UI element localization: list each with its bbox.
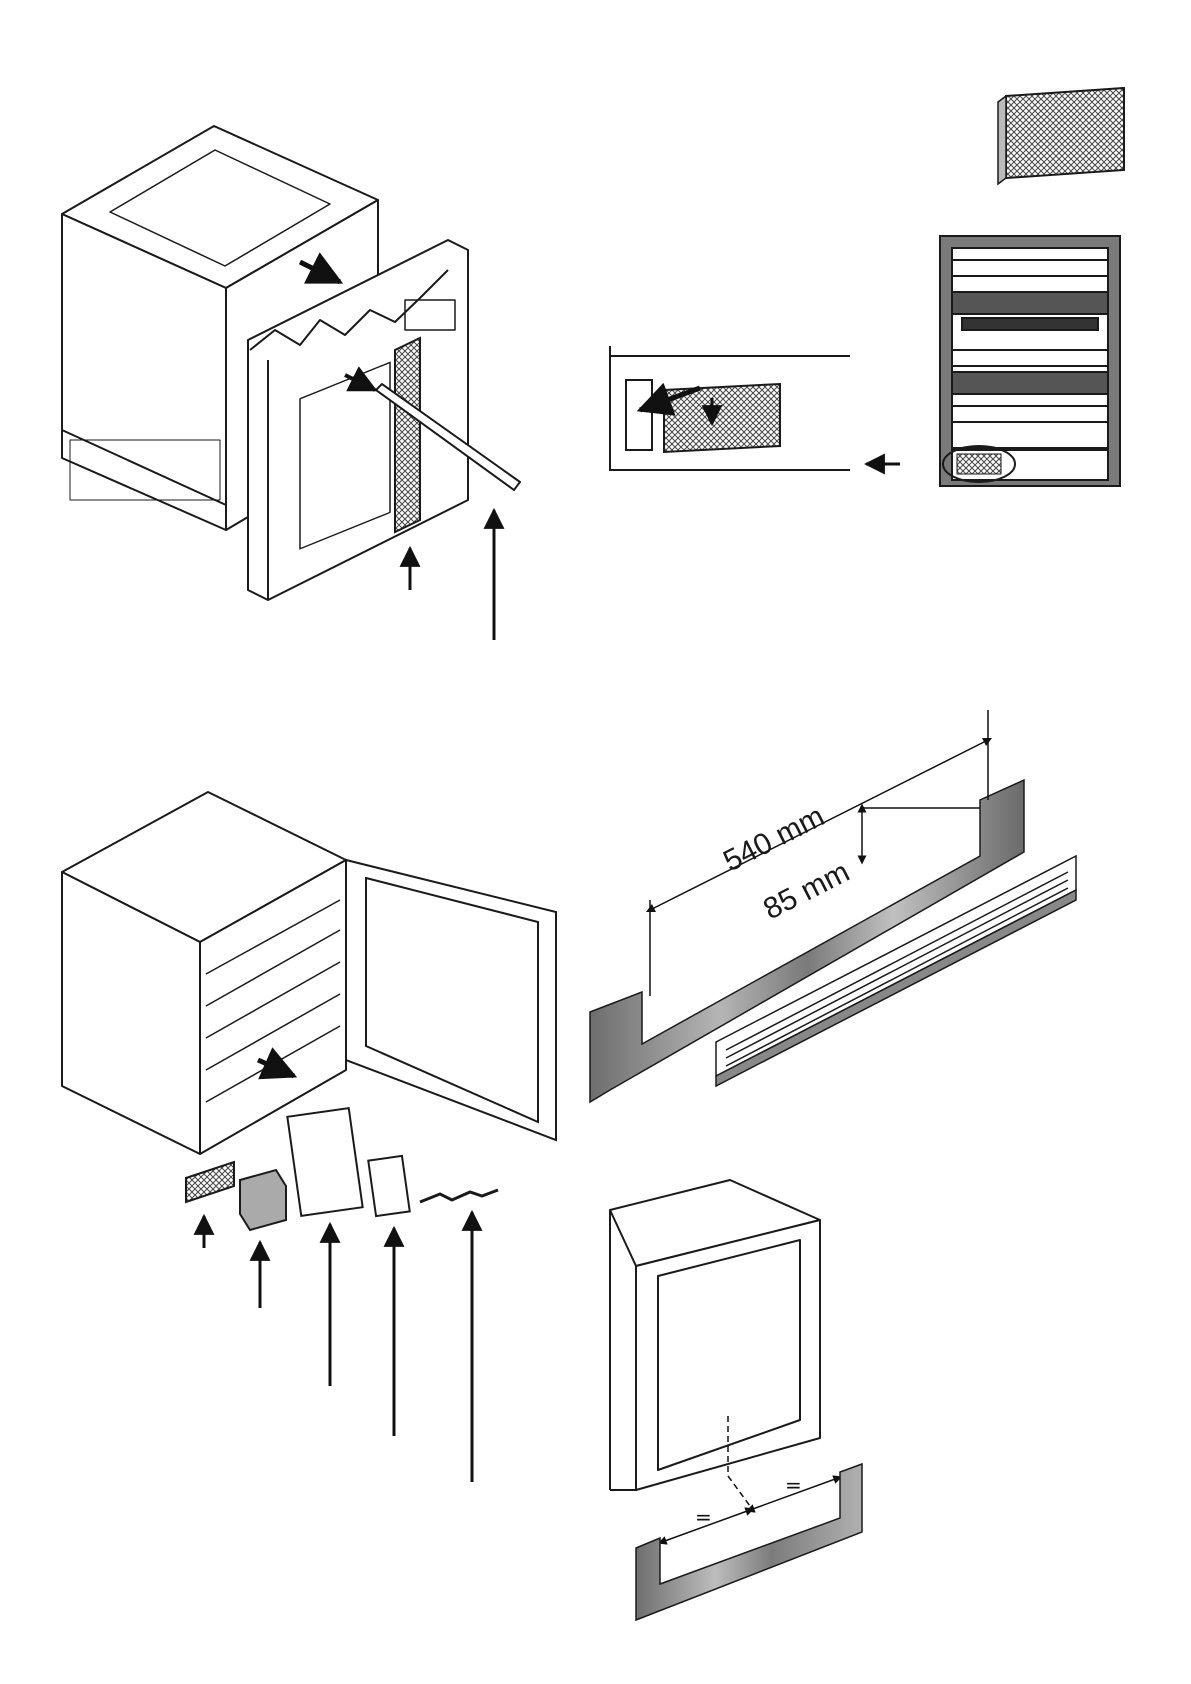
dimension-length-label: 540 mm <box>718 800 830 879</box>
centering-mark-left: = <box>695 1505 712 1529</box>
appliance-rear-packaging-figure <box>0 0 600 680</box>
ventilation-filter <box>998 88 1124 184</box>
callout-arrows <box>410 510 494 640</box>
appliance-body-open <box>62 792 346 1154</box>
accessory-cover <box>240 1170 286 1230</box>
centering-mark-right: = <box>785 1473 802 1497</box>
accessory-filter <box>186 1162 234 1202</box>
wine-cabinet-front <box>940 236 1120 486</box>
plinth-dimensions-figure: 540 mm 85 mm <box>600 780 1100 1140</box>
filter-removal-figure <box>600 60 1180 540</box>
plinth-panel-small <box>636 1464 862 1620</box>
plinth-centering-figure: = = <box>600 1180 1060 1640</box>
accessory-callouts <box>204 1212 472 1482</box>
appliance-corner <box>610 1180 820 1490</box>
accessory-bracket <box>420 1190 498 1202</box>
appliance-door-open-figure <box>0 760 600 1520</box>
filter-grille <box>395 338 420 532</box>
dimension-height-label: 85 mm <box>758 855 855 926</box>
accessory-manual <box>287 1108 362 1216</box>
appliance-door <box>346 860 556 1140</box>
accessory-bag <box>368 1156 409 1216</box>
